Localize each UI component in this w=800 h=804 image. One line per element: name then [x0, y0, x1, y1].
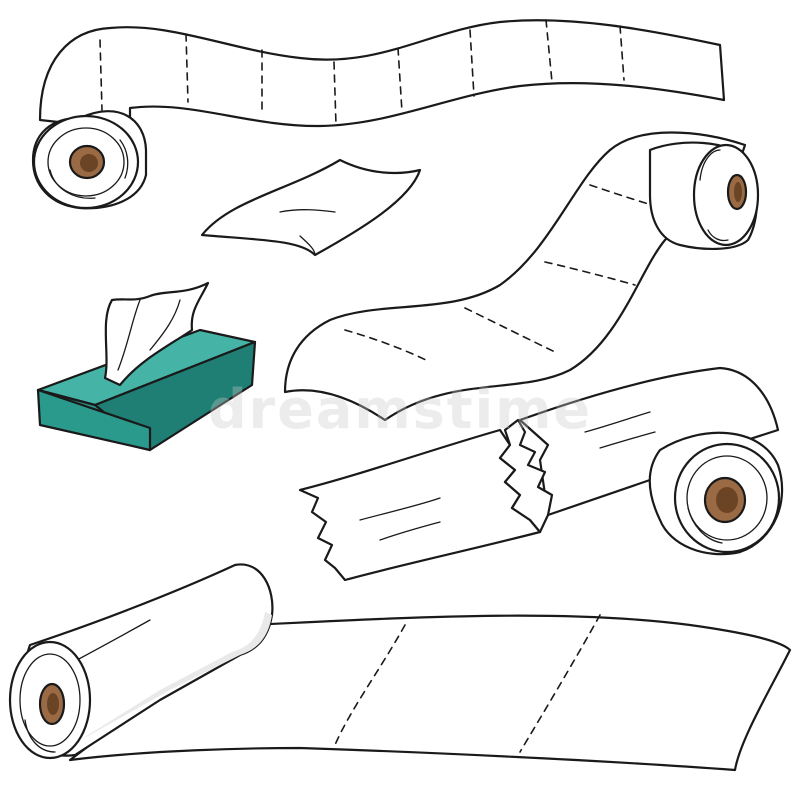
torn-edge-join: [498, 418, 554, 534]
perforation-8: [99, 39, 103, 111]
toilet-roll-middle: [298, 366, 784, 582]
roll-face-right: [692, 143, 760, 247]
toilet-roll-right: [283, 131, 760, 422]
perforation-7: [619, 25, 625, 81]
tissue-sheet: [200, 158, 422, 257]
perforation-5: [469, 29, 475, 97]
tissue-pulled-out: [103, 281, 210, 387]
perforation-r4: [344, 329, 431, 363]
paper-towel-roll-bottom: [8, 563, 792, 772]
perforation-4: [397, 47, 403, 113]
perforation-r2: [544, 261, 636, 286]
perforation-b1: [334, 624, 406, 746]
toilet-roll-top-left: [31, 19, 726, 210]
paper-towel-sheet: [68, 614, 792, 772]
paper-strip-top: [38, 19, 726, 132]
perforation-6: [545, 19, 553, 83]
perforation-3: [333, 61, 337, 126]
tissue-box-front-face: [36, 388, 152, 452]
perforation-1: [185, 33, 189, 103]
perforation-r3: [464, 307, 556, 353]
perforation-b2: [519, 614, 601, 753]
tissue-box: [36, 281, 257, 452]
tissue-sheet-outline: [200, 158, 422, 257]
